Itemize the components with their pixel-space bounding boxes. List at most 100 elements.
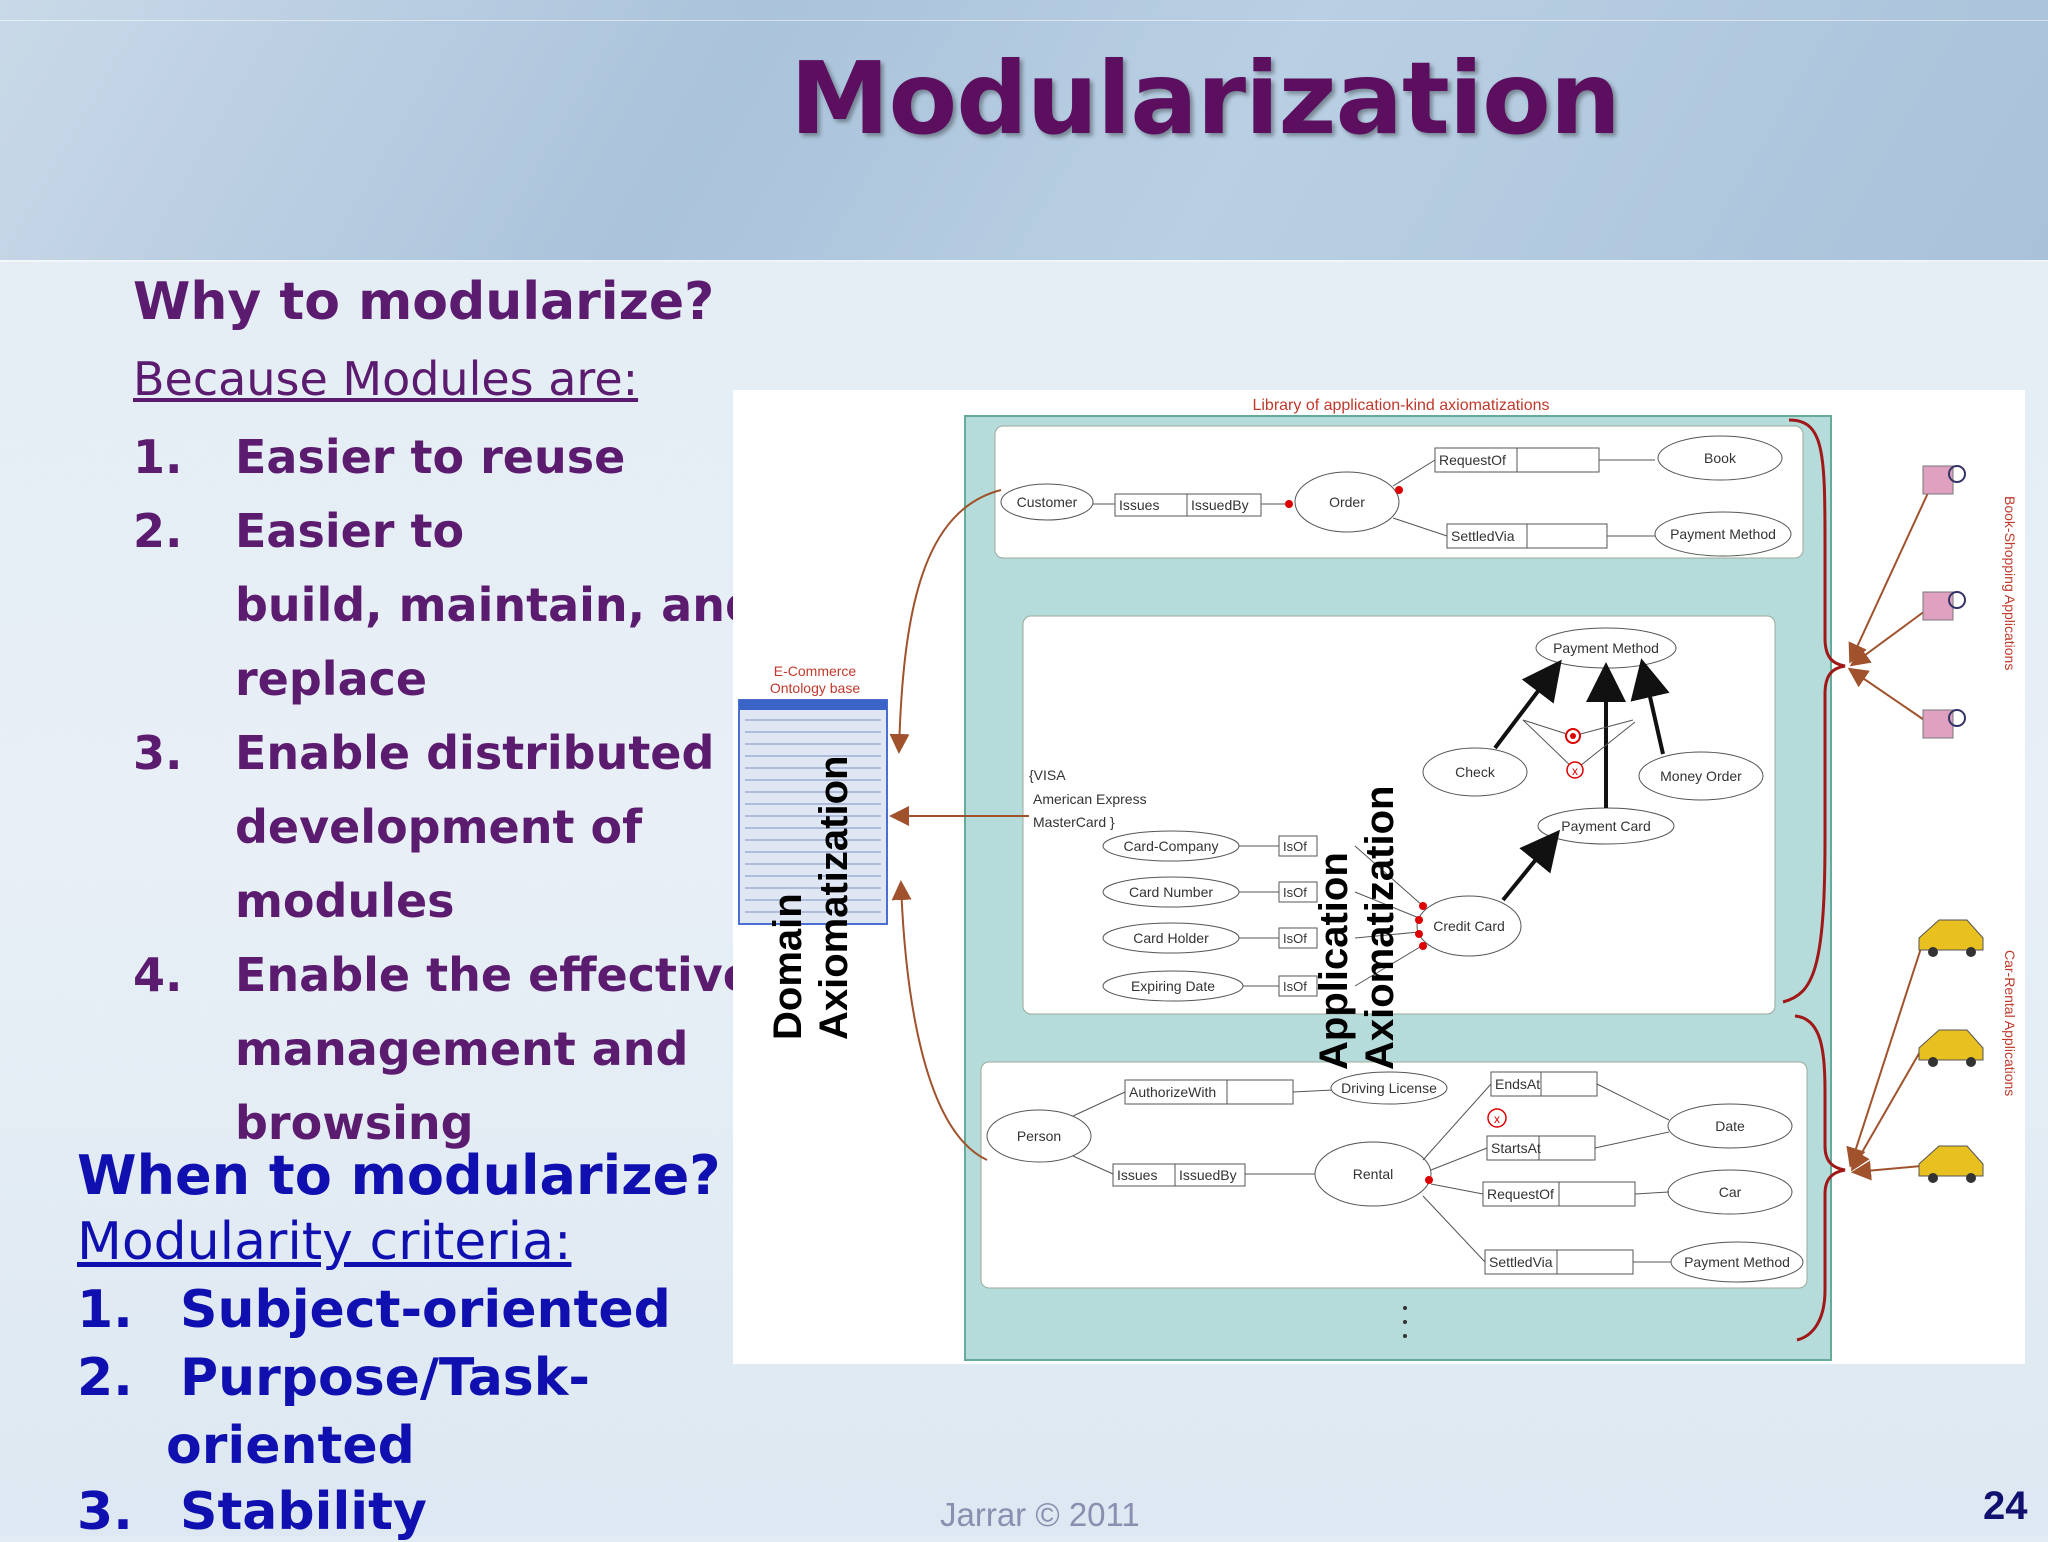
check-subtype-arrow bbox=[1493, 659, 1562, 750]
exclusion-link-4 bbox=[1574, 721, 1636, 771]
person-label: Person bbox=[1017, 1128, 1061, 1144]
isof-creditcard-edge-3 bbox=[1354, 931, 1420, 939]
startsat-label: StartsAt bbox=[1491, 1140, 1541, 1156]
exclusion-link-2 bbox=[1572, 719, 1634, 737]
when-item-1-num: 1. bbox=[77, 1280, 133, 1340]
ontology-base-rows bbox=[745, 719, 881, 913]
mandatory-dot-2 bbox=[1395, 486, 1403, 494]
ontology-base-titlebar bbox=[739, 700, 887, 710]
isof-label-4: IsOf bbox=[1283, 979, 1307, 994]
issuedby-role-box bbox=[1186, 493, 1262, 517]
why-item-2-line-2: build, maintain, and bbox=[235, 578, 758, 632]
startsat-date-edge bbox=[1594, 1131, 1670, 1149]
check-node bbox=[1422, 747, 1528, 797]
library-label: Library of application-kind axiomatizati… bbox=[1252, 397, 1549, 414]
card-company-label: Card-Company bbox=[1124, 838, 1219, 854]
customer-node bbox=[1000, 483, 1094, 521]
isof-creditcard-edge-2 bbox=[1354, 891, 1420, 919]
date-label: Date bbox=[1715, 1118, 1745, 1134]
settledvia-box-3b bbox=[1556, 1249, 1634, 1275]
isof-label-1: IsOf bbox=[1283, 839, 1307, 854]
domain-label-1: Domain bbox=[766, 893, 810, 1040]
requestof-box-1 bbox=[1434, 447, 1518, 473]
ontology-base-label-1: E-Commerce bbox=[774, 663, 857, 679]
application-label-1: Application bbox=[1312, 852, 1356, 1070]
value-list-line-1: {VISA bbox=[1029, 767, 1066, 783]
person-issues-edge bbox=[1072, 1155, 1114, 1175]
why-item-4-num: 4. bbox=[133, 948, 183, 1002]
total-constraint-inner bbox=[1570, 733, 1576, 739]
rental-startsat-edge bbox=[1430, 1147, 1488, 1171]
order-settledvia-edge bbox=[1392, 517, 1448, 537]
order-label: Order bbox=[1329, 494, 1365, 510]
book-shopping-app-icon bbox=[1922, 465, 1966, 739]
why-item-4-line-2: management and bbox=[235, 1022, 689, 1076]
exclusion-link-1 bbox=[1522, 719, 1574, 737]
ontology-base-label-2: Ontology base bbox=[770, 680, 860, 696]
issues-label-3: Issues bbox=[1117, 1167, 1157, 1183]
ontology-base-window bbox=[738, 699, 888, 925]
card-holder-label: Card Holder bbox=[1133, 930, 1209, 946]
when-item-3-num: 3. bbox=[77, 1482, 133, 1542]
car-apps-label: Car-Rental Applications bbox=[2002, 950, 2018, 1096]
issuedby-label-3: IssuedBy bbox=[1179, 1167, 1237, 1183]
mandatory-dot-6 bbox=[1419, 942, 1427, 950]
settledvia-label-3: SettledVia bbox=[1489, 1254, 1553, 1270]
book-node bbox=[1657, 435, 1783, 481]
exclusion-constraint bbox=[1566, 761, 1584, 779]
payment-method-node-1 bbox=[1654, 511, 1792, 557]
car-app-arrow-2 bbox=[1851, 1049, 1922, 1172]
card-number-label: Card Number bbox=[1129, 884, 1213, 900]
driving-license-label: Driving License bbox=[1341, 1080, 1437, 1096]
why-heading: Why to modularize? bbox=[133, 272, 715, 332]
book-label: Book bbox=[1704, 450, 1737, 466]
issues-label: Issues bbox=[1119, 497, 1159, 513]
requestof-car-edge bbox=[1634, 1191, 1670, 1195]
person-authorizewith-edge bbox=[1072, 1091, 1126, 1117]
isof-label-2: IsOf bbox=[1283, 885, 1307, 900]
header-rule bbox=[0, 260, 2048, 262]
exclusion-mark: x bbox=[1572, 764, 1578, 778]
requestof-box-3b bbox=[1558, 1181, 1636, 1207]
module3-to-base-arrow bbox=[891, 880, 988, 1161]
why-item-1-line-1: Easier to reuse bbox=[235, 430, 626, 484]
authorizewith-box-1 bbox=[1124, 1079, 1228, 1105]
why-subheading: Because Modules are: bbox=[133, 352, 639, 406]
payment-card-label: Payment Card bbox=[1561, 818, 1650, 834]
book-app-arrow-3 bbox=[1847, 667, 1934, 727]
car-app-arrow-3 bbox=[1851, 1160, 1922, 1181]
authorizewith-label: AuthorizeWith bbox=[1129, 1084, 1216, 1100]
modularization-diagram: Library of application-kind axiomatizati… bbox=[733, 390, 2025, 1364]
person-node bbox=[986, 1109, 1092, 1163]
why-item-3-num: 3. bbox=[133, 726, 183, 780]
rental-endsat-edge bbox=[1422, 1083, 1492, 1161]
value-list-line-2: American Express bbox=[1033, 791, 1147, 807]
endsat-box-2 bbox=[1540, 1071, 1598, 1097]
domain-label-2: Axiomatization bbox=[812, 756, 856, 1040]
book-app-arrow-2 bbox=[1849, 607, 1930, 667]
expiring-date-label: Expiring Date bbox=[1131, 978, 1215, 994]
exclusion-mark-2: x bbox=[1494, 1112, 1500, 1126]
book-app-arrow-1 bbox=[1848, 481, 1934, 664]
why-item-2-line-3: replace bbox=[235, 652, 428, 706]
exclusion-constraint-2 bbox=[1487, 1108, 1507, 1128]
footer-copyright: Jarrar © 2011 bbox=[940, 1496, 1140, 1533]
authorizewith-box-2 bbox=[1226, 1079, 1294, 1105]
why-item-3-line-2: development of bbox=[235, 800, 643, 854]
when-item-2-line-2: oriented bbox=[166, 1416, 415, 1476]
money-order-node bbox=[1638, 751, 1764, 801]
exclusion-link-3 bbox=[1522, 719, 1576, 771]
when-subheading: Modularity criteria: bbox=[77, 1212, 572, 1272]
when-item-2-line-1: Purpose/Task- bbox=[180, 1348, 590, 1408]
authorizewith-license-edge bbox=[1292, 1089, 1334, 1093]
payment-method-label-3: Payment Method bbox=[1684, 1254, 1790, 1270]
book-apps-brace bbox=[1782, 418, 1846, 1004]
isof-label-3: IsOf bbox=[1283, 931, 1307, 946]
book-apps-label: Book-Shopping Applications bbox=[2002, 496, 2018, 670]
when-item-1-line-1: Subject-oriented bbox=[180, 1280, 671, 1340]
car-app-arrow-1 bbox=[1846, 941, 1924, 1168]
requestof-label-3: RequestOf bbox=[1487, 1186, 1554, 1202]
why-item-1-num: 1. bbox=[133, 430, 183, 484]
payment-method-label-1: Payment Method bbox=[1670, 526, 1776, 542]
continuation-dot-1 bbox=[1403, 1306, 1407, 1310]
